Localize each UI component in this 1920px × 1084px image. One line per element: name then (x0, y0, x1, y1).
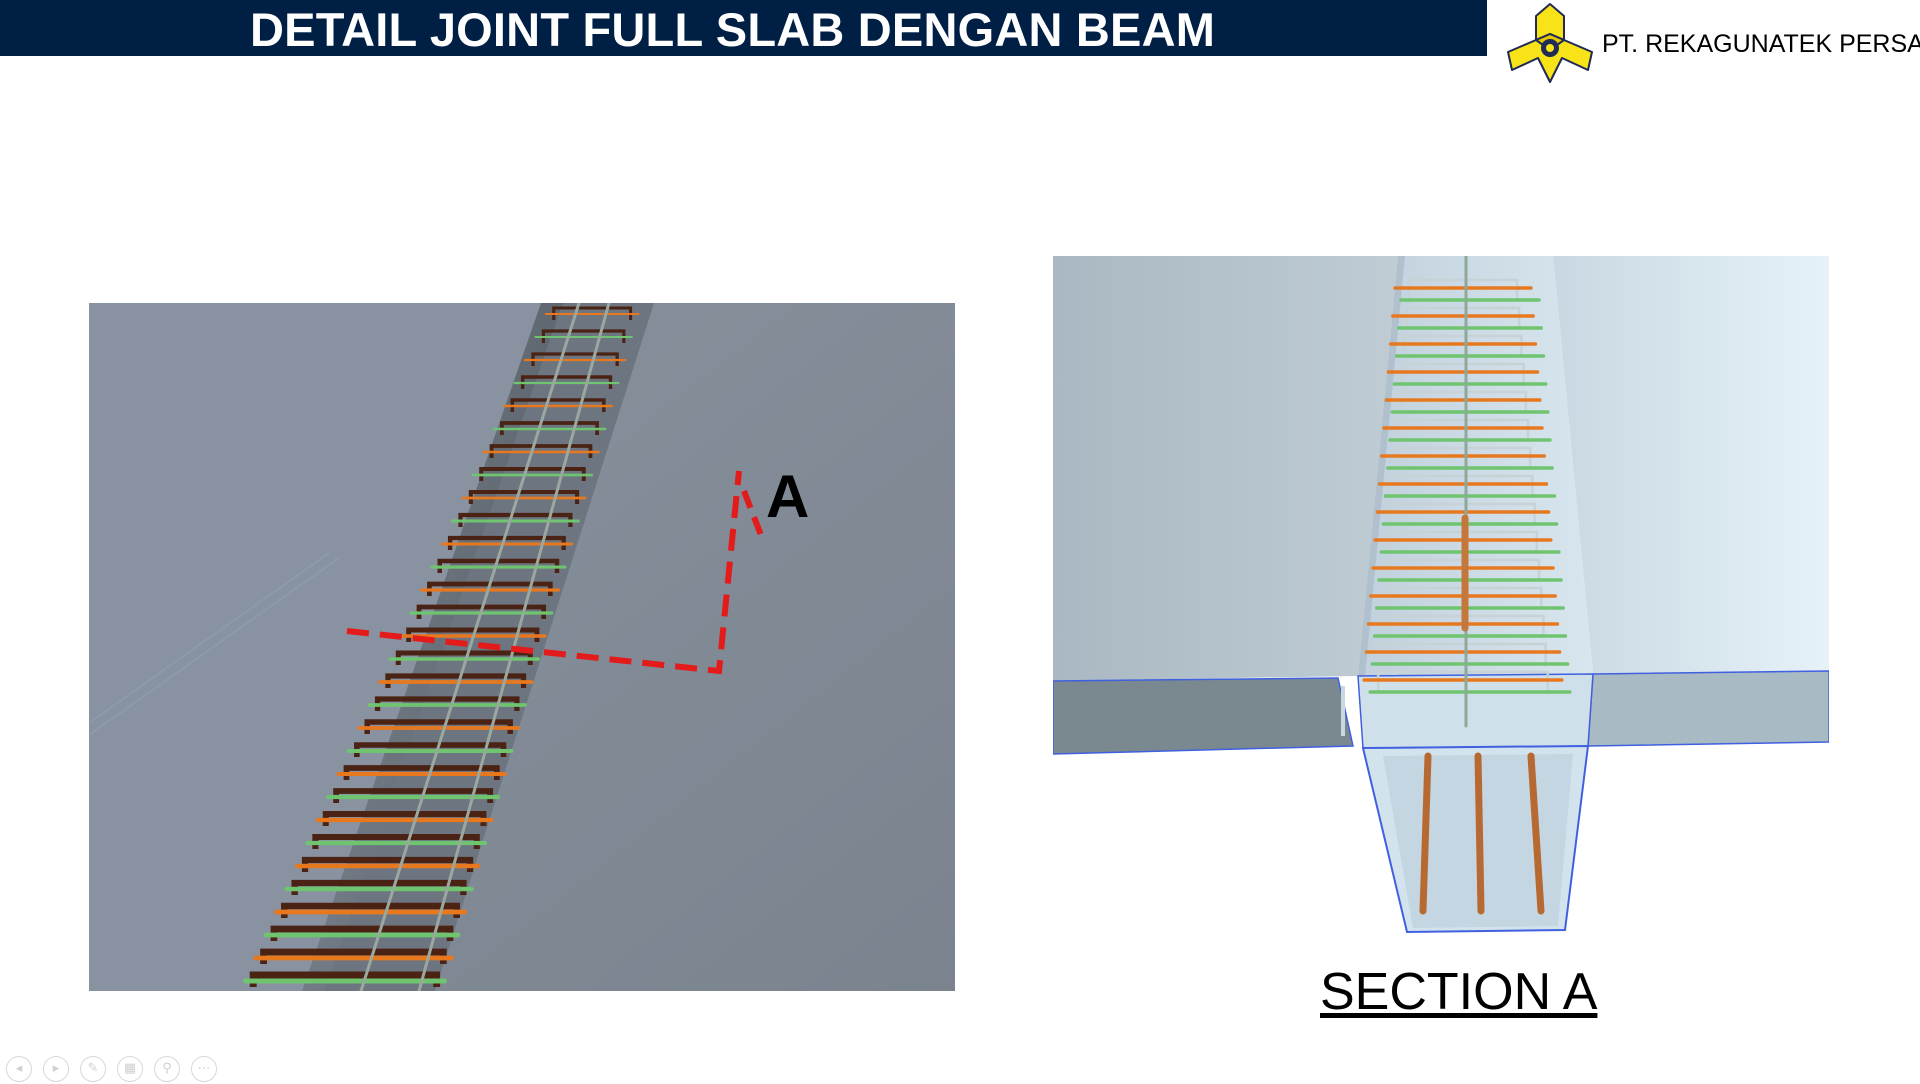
zoom-icon[interactable]: ⚲ (154, 1056, 180, 1082)
title-bar: DETAIL JOINT FULL SLAB DENGAN BEAM (0, 0, 1487, 56)
stirrup (1401, 362, 1525, 386)
longitudinal-rebar (359, 303, 581, 991)
slab-beam-3d-view (89, 303, 955, 991)
stirrup (1396, 418, 1530, 442)
company-logo-icon (1507, 3, 1593, 83)
section-marker-label: A (766, 463, 810, 530)
stirrup (1390, 502, 1536, 526)
stirrup (1405, 306, 1521, 330)
stirrup (1379, 642, 1547, 666)
stirrup (1407, 278, 1519, 302)
stirrup (1392, 474, 1534, 498)
next-slide-icon[interactable]: ▸ (43, 1056, 69, 1082)
section-label: SECTION A (1320, 963, 1598, 1021)
stirrup (1403, 334, 1523, 358)
stirrup (1398, 390, 1528, 414)
slides-grid-icon[interactable]: ▦ (117, 1056, 143, 1082)
section-a-3d-view (1053, 256, 1829, 934)
pen-icon[interactable]: ✎ (80, 1056, 106, 1082)
stirrup (1394, 446, 1532, 470)
stirrup (1376, 670, 1550, 694)
company-name: PT. REKAGUNATEK PERSADA (1602, 30, 1920, 58)
more-options-icon[interactable]: ⋯ (191, 1056, 217, 1082)
previous-slide-icon[interactable]: ◂ (6, 1056, 32, 1082)
slide-title: DETAIL JOINT FULL SLAB DENGAN BEAM (250, 3, 1216, 56)
